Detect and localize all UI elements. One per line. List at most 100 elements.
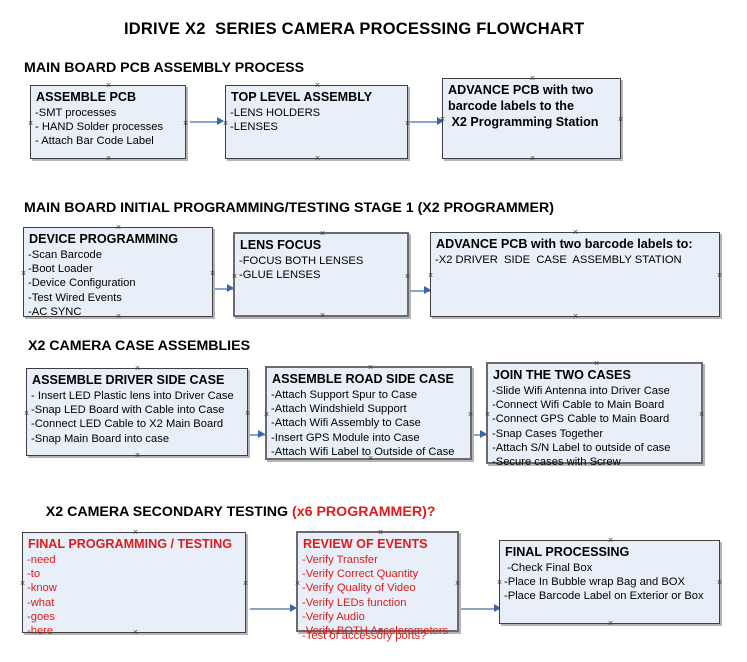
resize-handle-bottom[interactable]: [367, 455, 374, 462]
box-line: - Insert LED Plastic lens into Driver Ca…: [31, 390, 234, 402]
box-assemble-driver-side-case[interactable]: ASSEMBLE DRIVER SIDE CASE - Insert LED P…: [26, 368, 248, 456]
box-line: -Attach Wifi Label to Outside of Case: [271, 445, 455, 458]
box-line: -Snap Cases Together: [492, 427, 604, 440]
box-title: FINAL PROGRAMMING / TESTING: [28, 537, 233, 551]
box-top-level-assembly[interactable]: TOP LEVEL ASSEMBLY -LENS HOLDERS -LENSES: [225, 85, 408, 159]
resize-handle-left[interactable]: [19, 580, 26, 587]
resize-handle-left[interactable]: [427, 272, 434, 279]
resize-handle-right[interactable]: [209, 270, 216, 277]
box-line: - Attach Bar Code Label: [35, 135, 154, 148]
connector-arrowhead-icon: [290, 604, 297, 612]
box-title: ASSEMBLE ROAD SIDE CASE: [272, 372, 454, 386]
resize-handle-left[interactable]: [222, 120, 229, 127]
resize-handle-left[interactable]: [27, 120, 34, 127]
connector-arrowhead-icon: [494, 604, 501, 612]
box-line: -Check Final Box: [504, 562, 593, 574]
box-line: -Connect LED Cable to X2 Main Board: [31, 418, 224, 431]
resize-handle-top[interactable]: [529, 75, 536, 82]
box-line: -X2 DRIVER SIDE CASE ASSEMBLY STATION: [435, 254, 682, 266]
resize-handle-top[interactable]: [572, 229, 579, 236]
resize-handle-left[interactable]: [20, 270, 27, 277]
box-title: ADVANCE PCB with two barcode labels to:: [436, 237, 693, 251]
resize-handle-left[interactable]: [484, 411, 491, 418]
resize-handle-top[interactable]: [319, 230, 326, 237]
box-assemble-pcb[interactable]: ASSEMBLE PCB -SMT processes - HAND Solde…: [30, 85, 186, 159]
resize-handle-right[interactable]: [698, 411, 705, 418]
box-title: FINAL PROCESSING: [505, 545, 630, 559]
resize-handle-top[interactable]: [115, 224, 122, 231]
box-title: LENS FOCUS: [240, 238, 322, 252]
box-line: -Connect GPS Cable to Main Board: [492, 413, 670, 426]
resize-handle-top[interactable]: [132, 529, 139, 536]
connector-arrowhead-icon: [227, 284, 234, 292]
resize-handle-bottom[interactable]: [105, 155, 112, 162]
box-line: -to: [27, 568, 41, 581]
resize-handle-bottom[interactable]: [132, 629, 139, 636]
resize-handle-bottom[interactable]: [319, 312, 326, 319]
resize-handle-bottom[interactable]: [607, 620, 614, 627]
resize-handle-left[interactable]: [23, 410, 30, 417]
connector-arrowhead-icon: [480, 430, 487, 438]
section-title-text: X2 CAMERA SECONDARY TESTING: [45, 504, 292, 520]
resize-handle-left[interactable]: [231, 273, 238, 280]
box-line: -what: [27, 596, 55, 609]
connector-arrowhead-icon: [217, 117, 224, 125]
box-line: -SMT processes: [35, 107, 117, 119]
box-assemble-road-side-case[interactable]: ASSEMBLE ROAD SIDE CASE -Attach Support …: [265, 366, 472, 460]
box-line: -Slide Wifi Antenna into Driver Case: [492, 385, 670, 397]
resize-handle-right[interactable]: [244, 410, 251, 417]
box-title: REVIEW OF EVENTS: [303, 537, 428, 551]
box-advance-pcb-programming-station[interactable]: ADVANCE PCB with two barcode labels to t…: [442, 78, 621, 159]
box-line: -Attach S/N Label to outside of case: [492, 441, 671, 454]
box-line-overflow: -Test of accessory ports?: [302, 629, 427, 642]
box-title: JOIN THE TWO CASES: [493, 368, 631, 382]
resize-handle-left[interactable]: [496, 579, 503, 586]
box-line: -Boot Loader: [28, 263, 93, 276]
resize-handle-top[interactable]: [105, 82, 112, 89]
resize-handle-right[interactable]: [404, 273, 411, 280]
box-line: -Attach Wifi Assembly to Case: [271, 417, 421, 430]
box-device-programming[interactable]: DEVICE PROGRAMMING -Scan Barcode -Boot L…: [20, 224, 216, 320]
resize-handle-top[interactable]: [377, 529, 384, 536]
resize-handle-top[interactable]: [607, 537, 614, 544]
box-line: -Verify Quality of Video: [302, 582, 416, 595]
resize-handle-right[interactable]: [716, 579, 723, 586]
resize-handle-top[interactable]: [134, 365, 141, 372]
resize-handle-bottom[interactable]: [115, 313, 122, 320]
resize-handle-right[interactable]: [242, 580, 249, 587]
box-line: -Snap LED Board with Cable into Case: [31, 404, 225, 417]
connector-arrow: [215, 288, 235, 290]
resize-handle-right[interactable]: [716, 272, 723, 279]
resize-handle-bottom[interactable]: [314, 155, 321, 162]
resize-handle-right[interactable]: [182, 120, 189, 127]
resize-handle-bottom[interactable]: [134, 452, 141, 459]
resize-handle-top[interactable]: [367, 364, 374, 371]
box-review-of-events[interactable]: REVIEW OF EVENTS -Verify Transfer -Verif…: [294, 529, 461, 642]
resize-handle-top[interactable]: [593, 360, 600, 367]
resize-handle-top[interactable]: [314, 82, 321, 89]
box-lens-focus[interactable]: LENS FOCUS -FOCUS BOTH LENSES -GLUE LENS…: [233, 232, 409, 317]
resize-handle-bottom[interactable]: [529, 155, 536, 162]
box-final-processing[interactable]: FINAL PROCESSING -Check Final Box -Place…: [499, 540, 720, 624]
resize-handle-left[interactable]: [439, 116, 446, 123]
resize-handle-bottom[interactable]: [377, 627, 384, 634]
resize-handle-right[interactable]: [617, 116, 624, 123]
box-join-the-two-cases[interactable]: JOIN THE TWO CASES -Slide Wifi Antenna i…: [484, 360, 705, 468]
box-line: -Verify Transfer: [302, 554, 378, 566]
box-title: ADVANCE PCB with two: [448, 83, 594, 97]
box-advance-pcb-driver-side-case[interactable]: ADVANCE PCB with two barcode labels to: …: [430, 232, 720, 317]
resize-handle-left[interactable]: [263, 411, 270, 418]
box-title-line2: barcode labels to the: [448, 99, 574, 113]
box-line: -Place In Bubble wrap Bag and BOX: [504, 576, 685, 589]
box-final-programming-testing[interactable]: FINAL PROGRAMMING / TESTING -need -to -k…: [19, 529, 249, 637]
resize-handle-right[interactable]: [467, 411, 474, 418]
resize-handle-right[interactable]: [454, 580, 461, 587]
resize-handle-bottom[interactable]: [593, 459, 600, 466]
box-title: DEVICE PROGRAMMING: [29, 232, 179, 246]
resize-handle-bottom[interactable]: [572, 313, 579, 320]
connector-arrow: [190, 121, 218, 123]
connector-arrow: [250, 608, 294, 610]
box-line: -FOCUS BOTH LENSES: [239, 255, 364, 267]
resize-handle-left[interactable]: [294, 580, 301, 587]
section-title-x2-camera-case-assemblies: X2 CAMERA CASE ASSEMBLIES: [28, 338, 251, 354]
